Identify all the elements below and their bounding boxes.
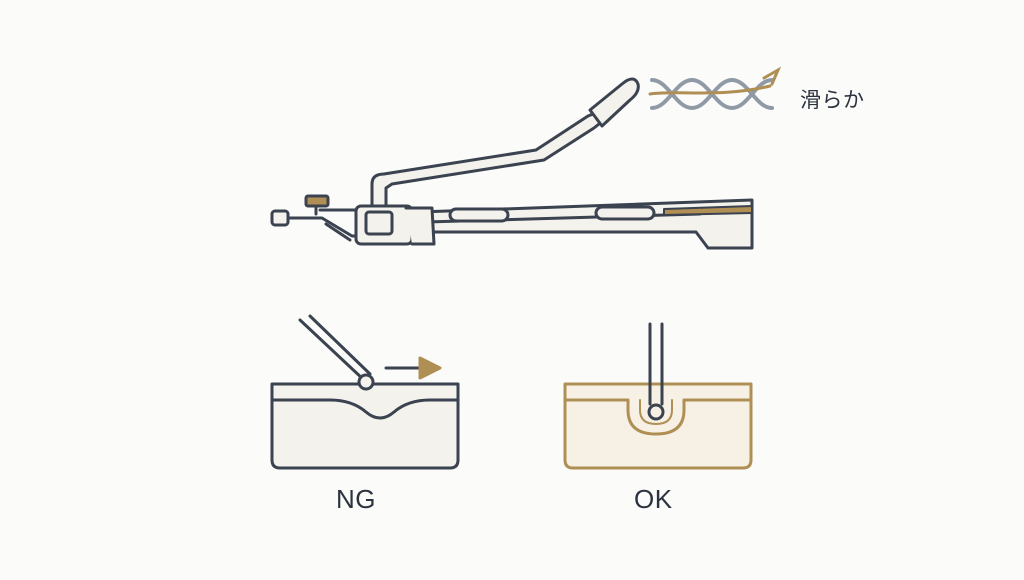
- rail-roller: [594, 205, 656, 221]
- ng-surface-line: [270, 398, 460, 420]
- ok-stylus: [648, 322, 664, 406]
- smooth-label: 滑らか: [800, 88, 865, 112]
- sliding-lever-mechanism: [270, 77, 754, 250]
- ok-label: OK: [634, 484, 673, 514]
- ng-stylus: [298, 318, 366, 382]
- adjust-screw: [304, 194, 330, 208]
- ng-label: NG: [336, 484, 376, 514]
- ng-panel: [270, 314, 460, 470]
- ok-panel: [563, 322, 753, 470]
- ng-block: [270, 382, 460, 470]
- lever-grip: [588, 77, 640, 128]
- ok-surface-line: [563, 398, 753, 436]
- smooth-wave-icon: [648, 66, 782, 111]
- rail-accent-strip: [663, 205, 753, 216]
- rail-roller: [448, 207, 510, 223]
- ng-stylus-tip: [357, 373, 375, 391]
- lever-arm: [370, 110, 606, 210]
- ok-stylus-tip: [647, 403, 665, 421]
- adjust-knob: [270, 209, 290, 227]
- linkage-rod: [286, 216, 358, 238]
- ok-block: [563, 382, 753, 470]
